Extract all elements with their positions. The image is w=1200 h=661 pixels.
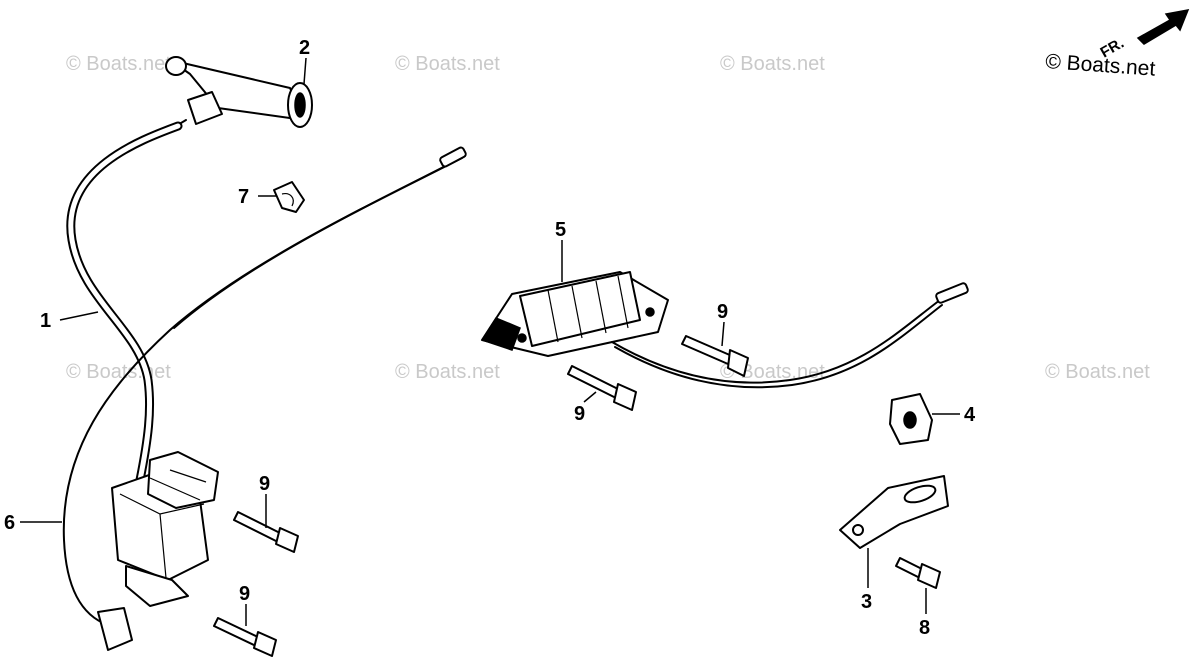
watermark: © Boats.net (720, 53, 825, 75)
callout-9-coil-upper: 9 (259, 473, 270, 495)
callout-9-upper-mid: 9 (717, 301, 728, 323)
front-direction-arrow: FR. (1098, 9, 1190, 61)
leader-1 (59, 311, 99, 321)
charge-coil (480, 271, 669, 357)
watermark: © Boats.net (395, 361, 500, 383)
copyright-text: © Boats.net (1045, 50, 1157, 81)
spark-plug-cap (165, 56, 313, 128)
callout-9-coil-lower: 9 (239, 583, 250, 605)
grommet (889, 393, 933, 445)
callout-5: 5 (555, 219, 566, 241)
watermark: © Boats.net (66, 53, 171, 75)
bolt-coil-lower (213, 617, 277, 657)
bolt-coil-upper (233, 511, 299, 553)
watermark: © Boats.net (1045, 361, 1150, 383)
callout-7: 7 (238, 186, 249, 208)
watermark: © Boats.net (395, 53, 500, 75)
ignition-coil-cable (66, 121, 183, 485)
callout-2: 2 (299, 37, 310, 59)
callout-9-mid: 9 (574, 403, 585, 425)
stop-switch-wire (62, 146, 467, 651)
leader-2 (303, 57, 307, 85)
bracket (839, 475, 949, 549)
watermark: © Boats.net (66, 361, 171, 383)
wire-clip (273, 181, 305, 213)
callout-1: 1 (40, 310, 51, 332)
leader-9a (721, 321, 725, 347)
ignition-coil (111, 451, 219, 607)
callout-4: 4 (964, 404, 976, 426)
leader-9b (583, 391, 597, 403)
callout-6: 6 (4, 512, 15, 534)
callout-8: 8 (919, 617, 930, 639)
bolt-upper-mid (681, 335, 749, 377)
bracket-bolt (895, 557, 941, 589)
charge-coil-wire (611, 282, 969, 389)
bolt-mid (567, 365, 637, 411)
callout-3: 3 (861, 591, 872, 613)
